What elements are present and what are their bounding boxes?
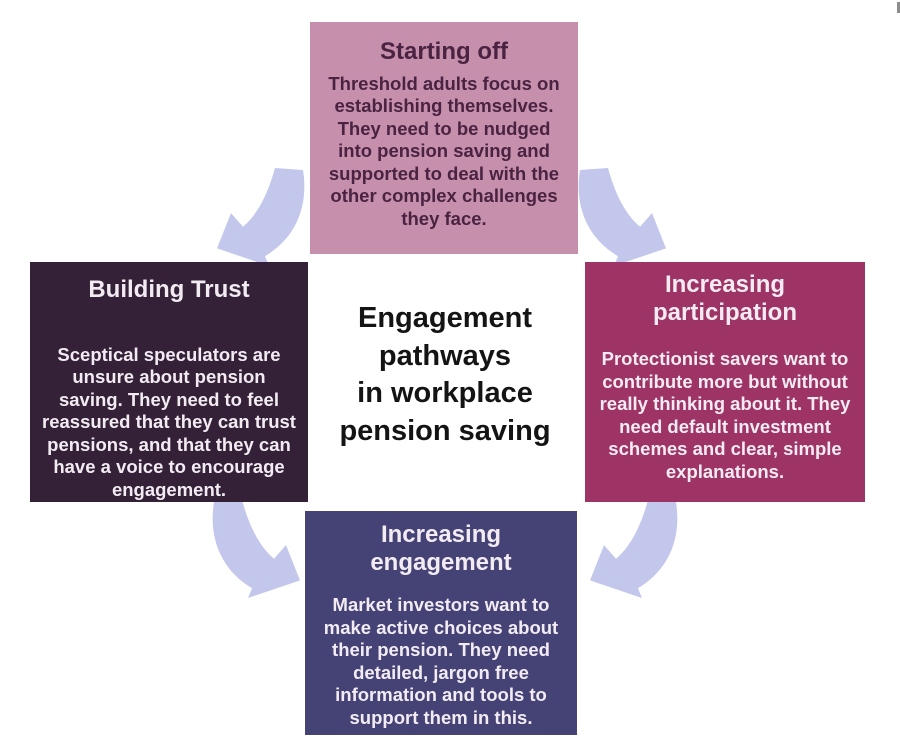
diagram-title-line: in workplace — [357, 377, 533, 410]
box-building-trust-body: Sceptical speculators are unsure about p… — [42, 343, 296, 500]
box-starting-off: Starting off Threshold adults focus on e… — [310, 22, 578, 254]
box-starting-off-body: Threshold adults focus on establishing t… — [328, 72, 560, 229]
diagram-title: Engagement pathways in workplace pension… — [313, 300, 577, 451]
curved-arrow-bottom-left-icon — [212, 500, 312, 598]
box-increasing-engagement-body: Market investors want to make active cho… — [323, 594, 559, 728]
screenshot-edge-artifact — [897, 2, 900, 13]
curved-arrow-top-left-icon — [205, 168, 305, 266]
box-starting-off-title: Starting off — [380, 38, 508, 65]
curved-arrow-top-right-icon — [578, 168, 678, 266]
box-increasing-engagement-title: Increasing engagement — [370, 521, 512, 576]
box-increasing-participation: Increasing participation Protectionist s… — [585, 262, 865, 502]
curved-arrow-bottom-right-icon — [578, 500, 678, 598]
box-building-trust-title: Building Trust — [88, 276, 250, 303]
box-increasing-participation-body: Protectionist savers want to contribute … — [599, 348, 851, 482]
diagram-title-line: pension saving — [339, 415, 551, 448]
box-building-trust: Building Trust Sceptical speculators are… — [30, 262, 308, 502]
box-increasing-engagement: Increasing engagement Market investors w… — [305, 511, 577, 735]
diagram-title-line: pathways — [378, 339, 512, 372]
box-increasing-participation-title: Increasing participation — [652, 271, 797, 326]
diagram-title-line: Engagement — [357, 302, 533, 334]
